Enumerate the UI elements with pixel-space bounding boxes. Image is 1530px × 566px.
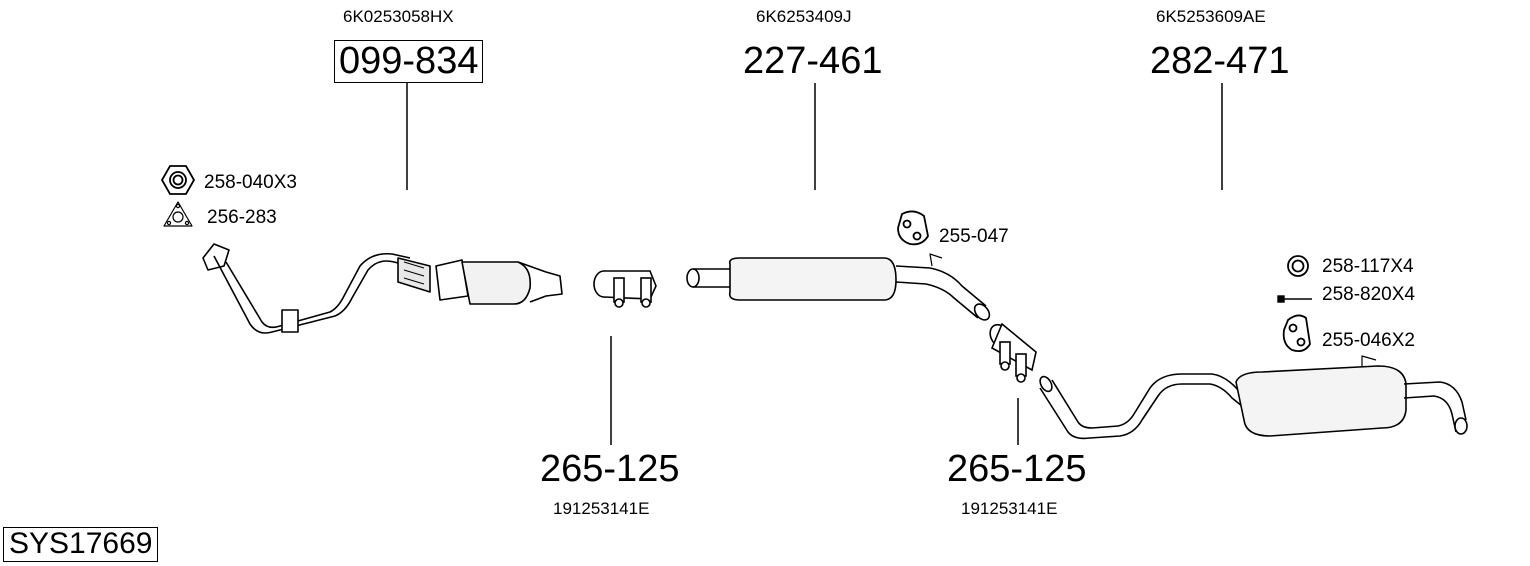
accessory-label-bolt[interactable]: 258-820X4	[1322, 284, 1415, 305]
oem-number-front-pipe: 6K0253058HX	[343, 7, 454, 26]
clamp-drawing-left	[593, 270, 657, 308]
rear-silencer-drawing	[1039, 355, 1468, 440]
accessory-label-nut[interactable]: 258-040X3	[204, 172, 297, 193]
part-number-center-silencer[interactable]: 227-461	[743, 40, 883, 82]
part-number-clamp-right[interactable]: 265-125	[947, 448, 1087, 490]
bolt-icon	[1277, 295, 1312, 303]
system-id: SYS17669	[3, 527, 159, 562]
part-number-clamp-left[interactable]: 265-125	[540, 448, 680, 490]
accessory-label-hanger-rear[interactable]: 255-046X2	[1322, 330, 1415, 351]
nut-icon	[160, 165, 196, 195]
clamp-drawing-right	[989, 322, 1037, 383]
oem-number-center-silencer: 6K6253409J	[756, 7, 852, 26]
oem-number-clamp-left: 191253141E	[553, 499, 650, 518]
oem-number-clamp-right: 191253141E	[961, 499, 1058, 518]
rubber-hanger-icon	[1282, 314, 1311, 353]
part-number-front-pipe[interactable]: 099-834	[334, 40, 484, 83]
part-number-rear-silencer[interactable]: 282-471	[1150, 40, 1290, 82]
gasket-icon	[163, 201, 193, 227]
accessory-label-hanger-center[interactable]: 255-047	[939, 226, 1009, 247]
rubber-hanger-icon	[897, 210, 929, 246]
accessory-label-gasket[interactable]: 256-283	[207, 207, 277, 228]
washer-icon	[1287, 255, 1309, 277]
front-pipe-drawing	[202, 243, 563, 334]
accessory-label-washer[interactable]: 258-117X4	[1322, 256, 1414, 277]
oem-number-rear-silencer: 6K5253609AE	[1156, 7, 1266, 26]
center-silencer-drawing	[686, 253, 991, 321]
